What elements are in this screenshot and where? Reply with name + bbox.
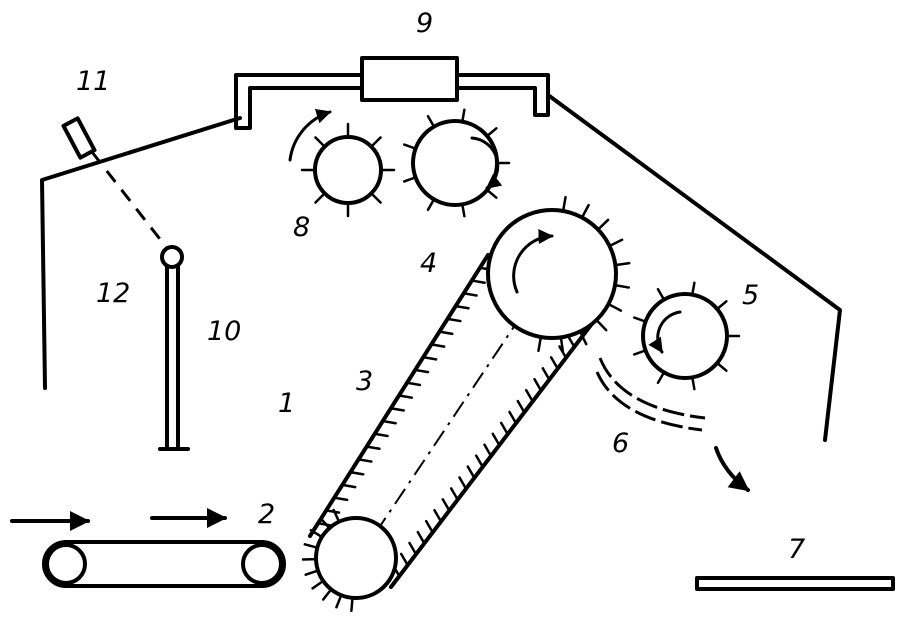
- rotation-arrow-icon: [470, 136, 503, 190]
- label-3: 3: [356, 366, 373, 397]
- label-2: 2: [258, 499, 275, 530]
- feed-conveyor: [10, 508, 286, 588]
- stand: [158, 245, 190, 451]
- rotation-arrow-icon: [288, 108, 332, 162]
- label-1: 1: [278, 388, 295, 419]
- label-5: 5: [742, 280, 759, 311]
- curved-arrow-icon: [714, 446, 750, 492]
- stripper-drum-5: [633, 281, 741, 391]
- rotation-arrow-icon: [648, 310, 682, 354]
- label-9: 9: [416, 8, 433, 39]
- label-7: 7: [788, 534, 805, 565]
- upper-drum: [486, 195, 631, 353]
- output-belt: [695, 576, 895, 591]
- beater-8: [288, 108, 396, 218]
- label-10: 10: [207, 316, 241, 347]
- lower-drum: [301, 508, 398, 613]
- label-8: 8: [293, 212, 310, 243]
- rotation-arrow-icon: [512, 229, 554, 294]
- machine-casing: [40, 93, 842, 442]
- label-11: 11: [76, 66, 110, 97]
- inclined-spiked-apron: [308, 253, 593, 589]
- part-labels: 1 2 3 4 5 6 7 8 9 10 11 12: [76, 8, 805, 565]
- sensor: [61, 116, 172, 253]
- label-6: 6: [612, 428, 629, 459]
- label-12: 12: [96, 278, 130, 309]
- label-4: 4: [420, 248, 437, 279]
- grid-screen: [595, 357, 706, 432]
- top-unit: [234, 56, 550, 130]
- beater-4: [403, 108, 511, 218]
